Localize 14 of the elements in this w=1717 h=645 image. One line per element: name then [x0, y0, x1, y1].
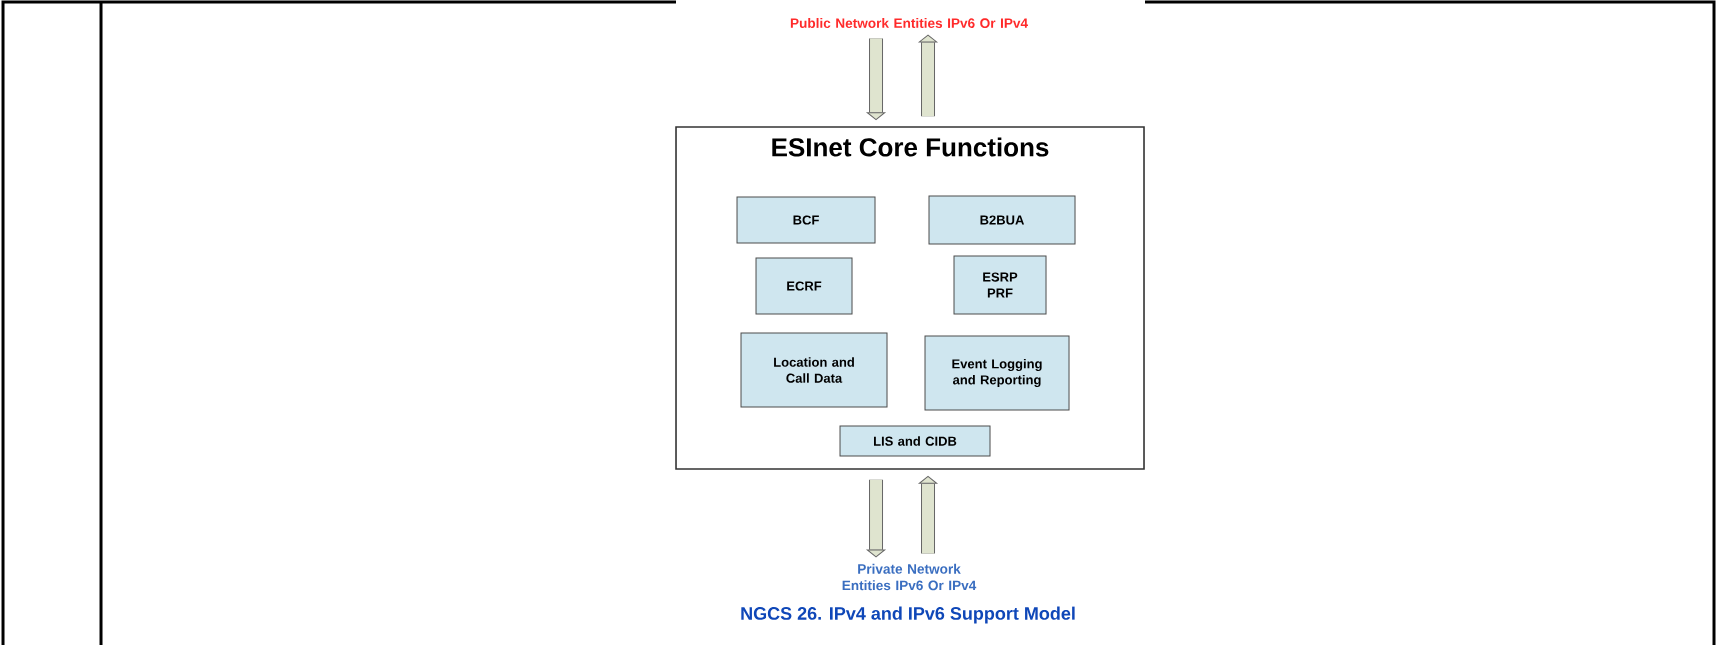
function-box: LIS and CIDB: [839, 425, 991, 457]
arrow: [918, 34, 938, 117]
function-box: ESRP PRF: [953, 255, 1047, 315]
arrow: [866, 479, 886, 558]
function-box: BCF: [736, 196, 876, 244]
function-box: B2BUA: [928, 195, 1076, 245]
arrow: [918, 475, 938, 554]
arrow: [866, 38, 886, 121]
function-box: Event Logging and Reporting: [924, 335, 1070, 411]
function-box: ECRF: [755, 257, 853, 315]
network-label: Public Network Entities IPv6 Or IPv4: [790, 18, 1028, 28]
function-box: Location and Call Data: [740, 332, 888, 408]
figure-caption: NGCS 26. IPv4 and IPv6 Support Model: [741, 606, 1075, 624]
network-label: Private Network Entities IPv6 Or IPv4: [842, 563, 977, 591]
